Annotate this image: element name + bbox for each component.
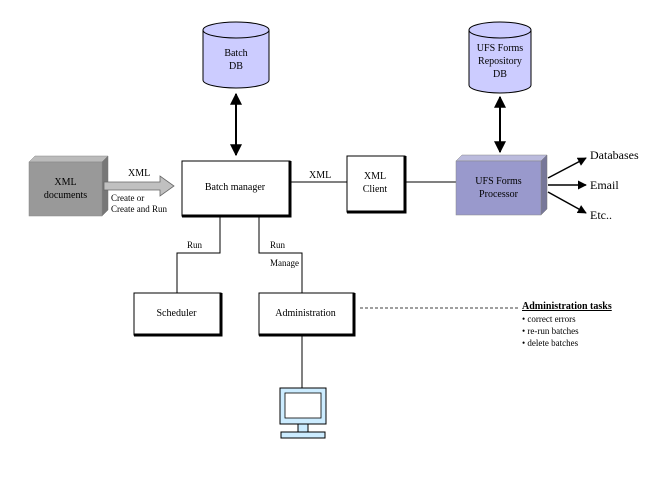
xml-client-frame <box>346 155 406 213</box>
xml-documents-box <box>28 155 109 217</box>
administration-tasks-title: Administration tasks <box>522 301 612 312</box>
task-item: re-run batches <box>522 325 612 337</box>
xml-out-label: XML <box>309 170 332 181</box>
create-block-arrow <box>103 175 175 197</box>
ufs-repository-db-cylinder <box>468 21 532 94</box>
output-etc: Etc.. <box>590 208 612 222</box>
xml-in-label: XML <box>128 168 151 179</box>
ufs-repository-db-label: UFS Forms Repository DB <box>476 43 524 80</box>
batch-manager-label: Batch manager <box>204 182 266 193</box>
create-or-label: Create or <box>111 193 145 203</box>
batch-db-label: Batch DB <box>224 48 248 72</box>
ufs-processor-label: UFS Forms Processor <box>475 176 522 200</box>
output-email: Email <box>590 178 619 192</box>
create-and-run-label: Create and Run <box>111 204 167 214</box>
task-item: correct errors <box>522 313 612 325</box>
xml-client-label: XML Client <box>362 171 388 195</box>
administration-frame <box>258 292 355 336</box>
scheduler-label: Scheduler <box>156 307 197 319</box>
batch-db-cylinder <box>202 21 270 89</box>
run-admin-label: Run <box>270 240 286 250</box>
output-databases: Databases <box>590 148 639 162</box>
batch-manager-frame <box>181 160 291 217</box>
run-scheduler-label: Run <box>187 240 203 250</box>
ufs-processor-box <box>455 154 548 216</box>
task-item: delete batches <box>522 337 612 349</box>
manage-label: Manage <box>270 258 299 268</box>
scheduler-frame <box>133 292 222 336</box>
administration-tasks: Administration tasks correct errors re-r… <box>522 301 612 349</box>
administration-label: Administration <box>275 307 336 319</box>
xml-documents-label: XML documents <box>43 177 88 201</box>
computer-monitor-icon <box>279 387 327 439</box>
